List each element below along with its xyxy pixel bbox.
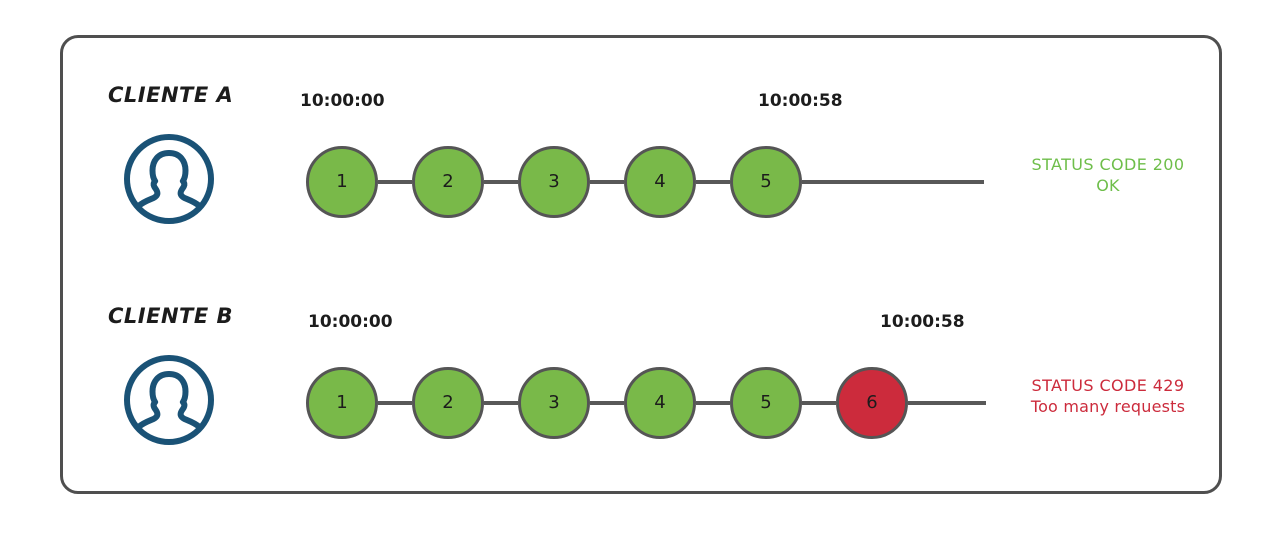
connector-a-4 [696,180,730,184]
request-node[interactable]: 3 [518,367,590,439]
status-a-code: STATUS CODE 200 [1031,155,1185,174]
connector-b-3 [590,401,624,405]
request-node[interactable]: 4 [624,146,696,218]
connector-a-1 [378,180,412,184]
request-node-label: 4 [624,146,696,218]
connector-b-2 [484,401,518,405]
request-node-label: 5 [730,367,802,439]
request-node[interactable]: 2 [412,146,484,218]
request-node-label: 2 [412,367,484,439]
request-node[interactable]: 4 [624,367,696,439]
request-node-label: 5 [730,146,802,218]
status-badge-a: STATUS CODE 200 OK [993,154,1223,196]
user-avatar-icon [123,354,215,446]
connector-a-3 [590,180,624,184]
timestamp-b-start: 10:00:00 [308,312,393,332]
status-a-text: OK [1096,176,1120,196]
status-badge-b: STATUS CODE 429 Too many requests [993,375,1223,417]
request-node-rate-limited[interactable]: 6 [836,367,908,439]
client-b-label: CLIENTE B [108,304,234,328]
request-node-label: 4 [624,367,696,439]
request-node-label: 1 [306,367,378,439]
request-node[interactable]: 5 [730,146,802,218]
diagram-card: CLIENTE A 10:00:00 10:00:58 1 [60,35,1222,494]
status-b-text: Too many requests [1030,397,1186,417]
connector-b-1 [378,401,412,405]
timestamp-a-end: 10:00:58 [758,91,843,111]
request-node-label: 6 [836,367,908,439]
status-b-code: STATUS CODE 429 [1031,376,1185,395]
request-node-label: 3 [518,146,590,218]
request-node[interactable]: 3 [518,146,590,218]
client-a-label: CLIENTE A [108,83,234,107]
connector-b-5 [802,401,836,405]
request-node[interactable]: 5 [730,367,802,439]
connector-b-4 [696,401,730,405]
connector-b-tail [908,401,986,405]
request-node-label: 1 [306,146,378,218]
timestamp-b-end: 10:00:58 [880,312,965,332]
request-node[interactable]: 1 [306,146,378,218]
request-node-label: 2 [412,146,484,218]
connector-a-2 [484,180,518,184]
request-node-label: 3 [518,367,590,439]
user-avatar-icon [123,133,215,225]
timestamp-a-start: 10:00:00 [300,91,385,111]
connector-a-tail [802,180,984,184]
request-node[interactable]: 1 [306,367,378,439]
request-node[interactable]: 2 [412,367,484,439]
